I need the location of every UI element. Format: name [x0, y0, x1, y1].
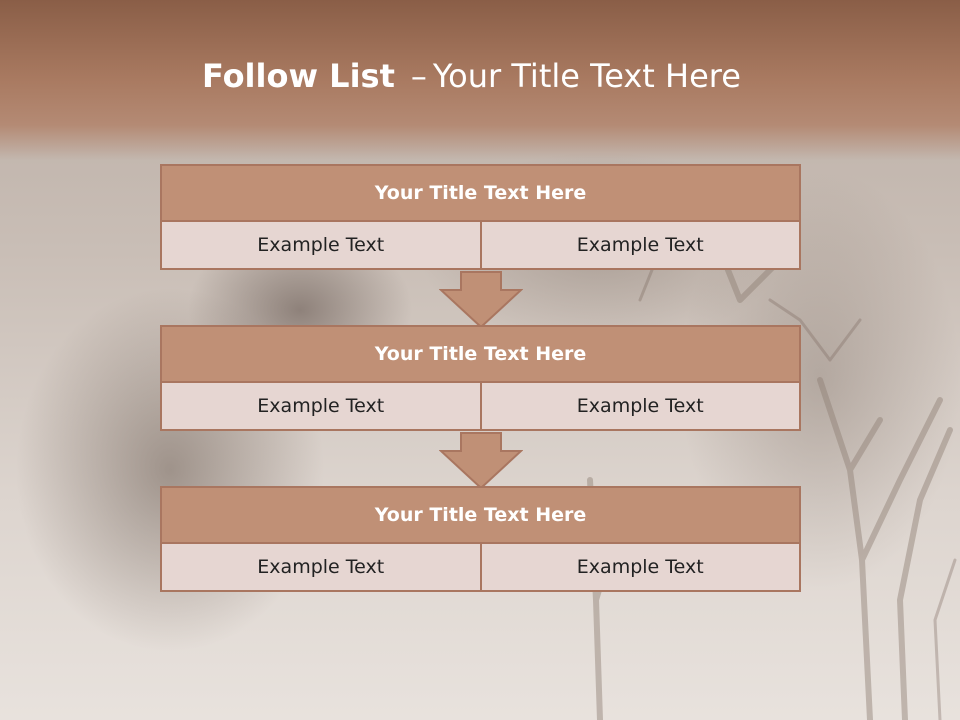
block-row: Example Text Example Text — [160, 381, 801, 431]
block-cell-left: Example Text — [160, 220, 482, 270]
slide-title: Follow List–Your Title Text Here — [0, 52, 960, 100]
block-title: Your Title Text Here — [160, 325, 801, 383]
block-cell-right: Example Text — [479, 542, 801, 592]
title-bold: Follow List — [202, 57, 395, 95]
flow-block-3: Your Title Text Here Example Text Exampl… — [160, 486, 801, 592]
block-cell-left: Example Text — [160, 542, 482, 592]
block-cell-right: Example Text — [479, 381, 801, 431]
header-band — [0, 0, 960, 160]
block-row: Example Text Example Text — [160, 542, 801, 592]
down-arrow-icon — [439, 271, 523, 329]
block-cell-left: Example Text — [160, 381, 482, 431]
block-title: Your Title Text Here — [160, 486, 801, 544]
title-separator: – — [410, 57, 427, 95]
flow-block-1: Your Title Text Here Example Text Exampl… — [160, 164, 801, 270]
block-cell-right: Example Text — [479, 220, 801, 270]
down-arrow-icon — [439, 432, 523, 490]
title-rest: Your Title Text Here — [432, 57, 741, 95]
block-title: Your Title Text Here — [160, 164, 801, 222]
block-row: Example Text Example Text — [160, 220, 801, 270]
flow-block-2: Your Title Text Here Example Text Exampl… — [160, 325, 801, 431]
